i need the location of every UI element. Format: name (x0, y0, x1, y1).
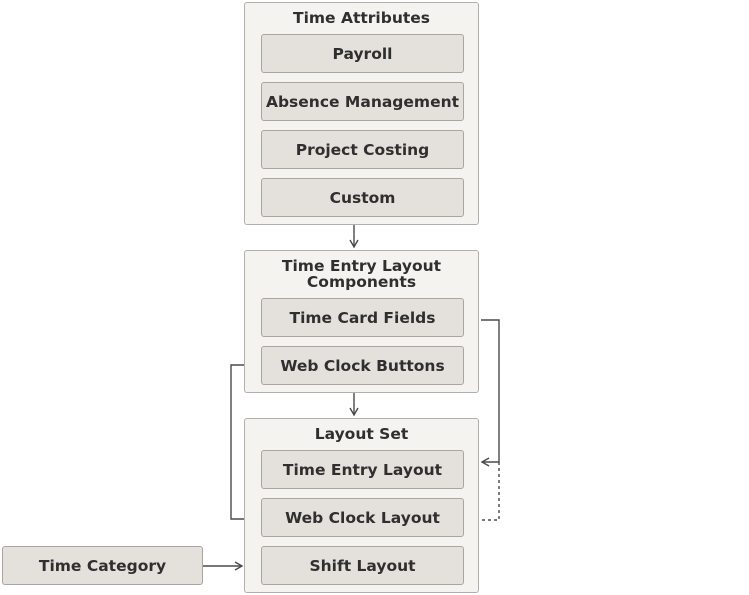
time-entry-layout-components-title: Time Entry Layout Components (281, 257, 442, 291)
web-clock-buttons-box: Web Clock Buttons (261, 346, 464, 385)
time-attributes-title: Time Attributes (293, 9, 430, 27)
time-attributes-group: Time Attributes Payroll Absence Manageme… (244, 2, 479, 225)
time-category-box: Time Category (2, 546, 203, 585)
layout-set-title: Layout Set (314, 425, 409, 443)
payroll-box: Payroll (261, 34, 464, 73)
arrow-time-card-fields-to-time-entry-layout (480, 319, 500, 467)
absence-management-box: Absence Management (261, 82, 464, 121)
time-card-fields-box: Time Card Fields (261, 298, 464, 337)
time-entry-layout-components-group: Time Entry Layout Components Time Card F… (244, 250, 479, 393)
layout-set-group: Layout Set Time Entry Layout Web Clock L… (244, 418, 479, 593)
project-costing-box: Project Costing (261, 130, 464, 169)
web-clock-layout-box: Web Clock Layout (261, 498, 464, 537)
time-entry-layout-box: Time Entry Layout (261, 450, 464, 489)
custom-box: Custom (261, 178, 464, 217)
shift-layout-box: Shift Layout (261, 546, 464, 585)
